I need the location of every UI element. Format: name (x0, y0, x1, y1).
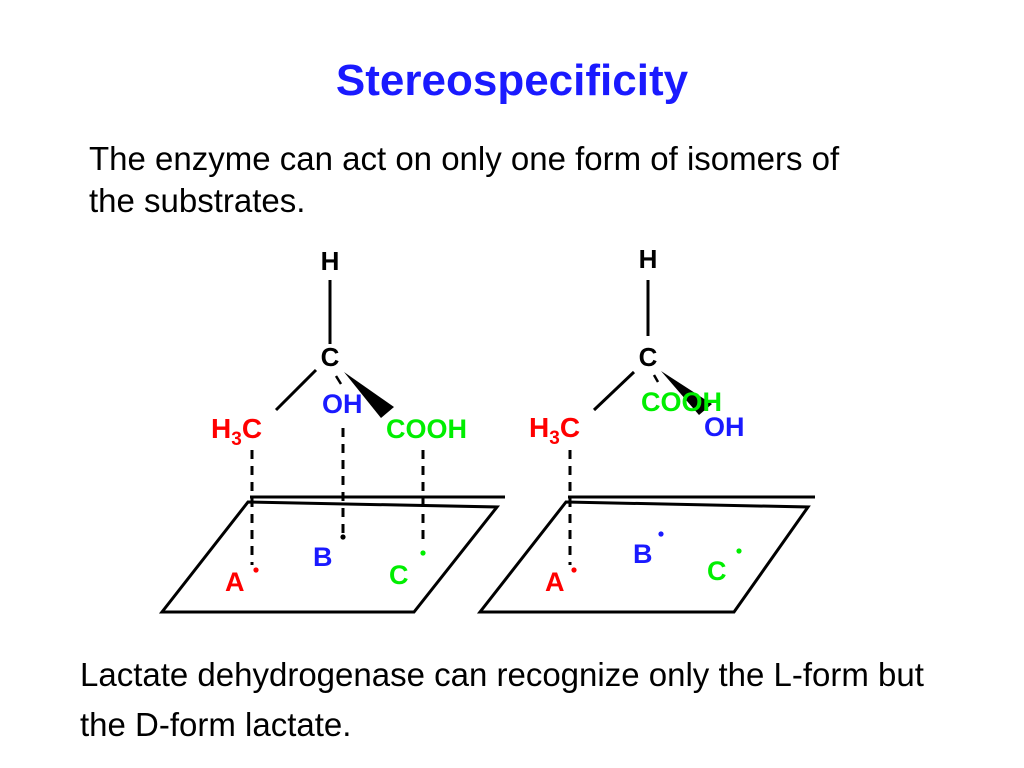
atom-c-right: C (639, 342, 658, 372)
site-dot-b-right (658, 531, 664, 537)
site-c-right: C (707, 556, 727, 586)
hydroxyl-right: OH (704, 412, 745, 442)
methyl-sub-left: 3 (231, 429, 242, 450)
enzyme-surface-left (158, 500, 501, 614)
intro-text: The enzyme can act on only one form of i… (89, 140, 840, 219)
bond-c-cooh-hashed-right (652, 374, 660, 383)
bond-c-oh-wedge-right (661, 371, 712, 415)
bond-c-ch3-right (592, 370, 636, 412)
bond-c-oh-hashed-left (334, 375, 343, 385)
methyl-c-right: C (560, 412, 580, 443)
methyl-sub-right: 3 (549, 428, 560, 449)
carboxyl-right: COOH (641, 387, 722, 417)
enzyme-surface-right (476, 500, 811, 614)
methyl-group-left: H3C (211, 413, 262, 450)
bond-c-cooh-wedge-left (344, 372, 394, 418)
site-dot-a-right (571, 567, 577, 573)
site-a-left: A (225, 567, 245, 597)
site-dot-b-left (340, 534, 346, 540)
caption-text: Lactate dehydrogenase can recognize only… (80, 656, 924, 743)
bond-c-ch3-left (274, 368, 318, 412)
site-b-right: B (633, 539, 653, 569)
slide-title: Stereospecificity (335, 56, 689, 105)
site-c-left: C (389, 560, 409, 590)
methyl-group-right: H3C (529, 412, 580, 449)
methyl-h-left: H (211, 413, 231, 444)
carboxyl-left: COOH (386, 414, 467, 444)
atom-c-left: C (321, 342, 340, 372)
atom-h-left: H (321, 246, 340, 276)
site-dot-a-left (253, 567, 259, 573)
site-b-left: B (313, 542, 333, 572)
site-a-right: A (545, 567, 565, 597)
methyl-h-right: H (529, 412, 549, 443)
atom-h-right: H (639, 244, 658, 274)
site-dot-c-right (736, 548, 742, 554)
hydroxyl-left: OH (322, 389, 363, 419)
methyl-c-left: C (242, 413, 262, 444)
molecule-left: H C H3C OH COOH A B C (158, 246, 505, 614)
site-dot-c-left (420, 550, 426, 556)
molecule-right: H C H3C COOH OH A B C (476, 244, 815, 614)
